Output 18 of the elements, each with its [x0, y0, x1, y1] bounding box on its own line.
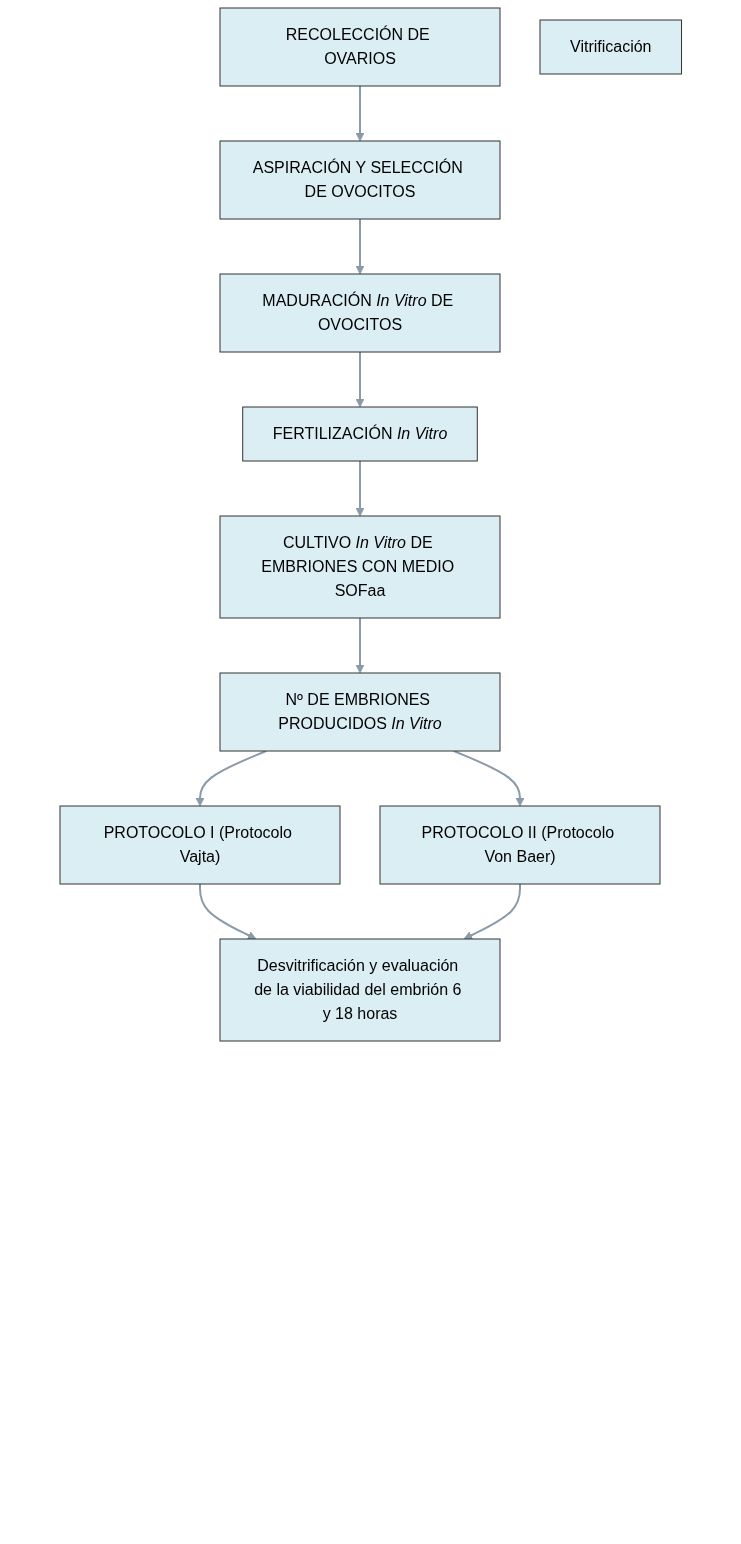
node-box: MADURACIÓN In Vitro DE OVOCITOS [219, 273, 501, 353]
arrow [198, 883, 257, 940]
arrow [355, 460, 365, 517]
node-box: ASPIRACIÓN Y SELECCIÓN DE OVOCITOS [219, 140, 501, 220]
arrow [355, 617, 365, 674]
arrow [463, 883, 521, 940]
node-box: Nº DE EMBRIONES PRODUCIDOS In Vitro [219, 672, 501, 752]
node-box: RECOLECCIÓN DE OVARIOS [219, 7, 501, 87]
arrow [355, 85, 365, 142]
arrow [355, 218, 365, 275]
node-box: PROTOCOLO II (Protocolo Von Baer) [379, 805, 661, 885]
node-box: Vitrificación [539, 19, 682, 75]
node-box: Desvitrificación y evaluación de la viabilidad del embrión 6 y 18 horas [219, 938, 501, 1042]
arrow [355, 351, 365, 408]
node-box: PROTOCOLO I (Protocolo Vajta) [59, 805, 341, 885]
arrow [195, 750, 267, 807]
node-box: FERTILIZACIÓN In Vitro [241, 406, 478, 462]
node-box: CULTIVO In Vitro DE EMBRIONES CON MEDIO SOFaa [219, 515, 501, 619]
